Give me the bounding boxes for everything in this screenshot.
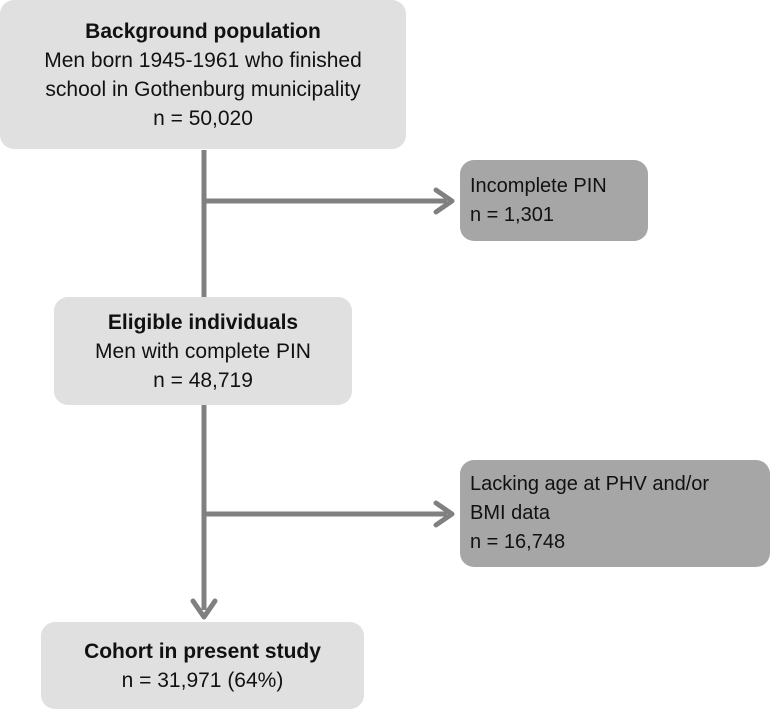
cohort-title: Cohort in present study: [84, 639, 321, 663]
eligible-individuals-line1: Men with complete PIN: [95, 339, 311, 363]
cohort-box: Cohort in present study n = 31,971 (64%): [41, 622, 364, 709]
incomplete-pin-box: Incomplete PIN n = 1,301: [460, 160, 648, 241]
arrowhead-lacking-data: [433, 500, 455, 528]
background-population-title: Background population: [85, 19, 321, 43]
eligible-individuals-box: Eligible individuals Men with complete P…: [54, 297, 352, 405]
incomplete-pin-count: n = 1,301: [470, 203, 554, 226]
cohort-count: n = 31,971 (64%): [121, 668, 284, 692]
background-population-line1: Men born 1945-1961 who finished: [44, 48, 362, 72]
lacking-data-box: Lacking age at PHV and/or BMI data n = 1…: [460, 460, 770, 567]
background-population-count: n = 50,020: [153, 106, 253, 130]
lacking-data-line2: BMI data: [470, 502, 551, 524]
eligible-individuals-title: Eligible individuals: [107, 310, 299, 334]
lacking-data-count: n = 16,748: [470, 531, 566, 553]
lacking-data-line1: Lacking age at PHV and/or: [470, 473, 710, 495]
background-population-box: Background population Men born 1945-1961…: [0, 0, 406, 149]
eligible-individuals-count: n = 48,719: [153, 368, 253, 392]
background-population-line2: school in Gothenburg municipality: [45, 77, 361, 101]
incomplete-pin-label: Incomplete PIN: [470, 174, 607, 197]
arrowhead-incomplete-pin: [433, 187, 455, 215]
arrowhead-cohort: [190, 598, 218, 620]
